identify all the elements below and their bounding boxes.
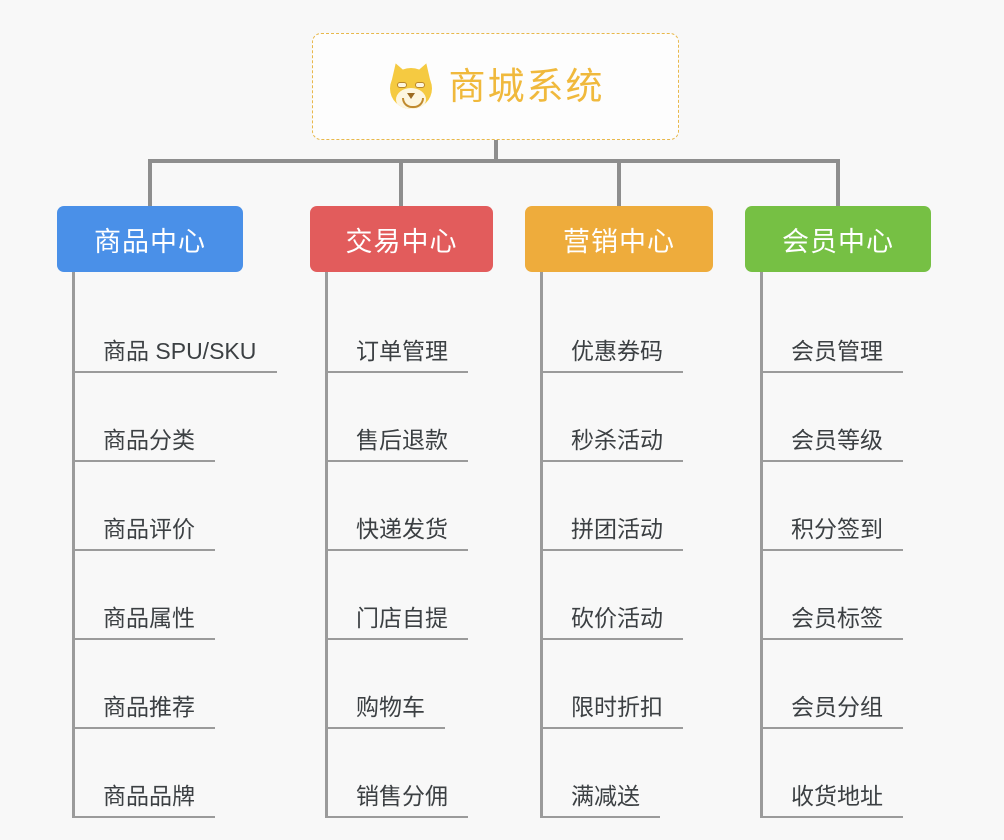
- list-item[interactable]: 限时折扣: [540, 640, 713, 729]
- branch-header-marketing-center[interactable]: 营销中心: [525, 206, 713, 272]
- list-item[interactable]: 购物车: [325, 640, 493, 729]
- list-item[interactable]: 秒杀活动: [540, 373, 713, 462]
- leaf-underline: [540, 816, 660, 818]
- branch-header-product-center[interactable]: 商品中心: [57, 206, 243, 272]
- list-item[interactable]: 订单管理: [325, 284, 493, 373]
- connector-drop-1: [148, 159, 152, 206]
- list-item[interactable]: 满减送: [540, 729, 713, 818]
- branch-member-center: 会员中心 会员管理 会员等级 积分签到 会员标签 会员分组: [745, 206, 931, 818]
- leaf-label: 购物车: [356, 694, 425, 720]
- leaf-underline: [540, 638, 683, 640]
- leaf-label: 满减送: [571, 783, 640, 809]
- leaf-underline: [540, 460, 683, 462]
- leaf-label: 限时折扣: [571, 694, 663, 720]
- leaf-label: 商品 SPU/SKU: [103, 338, 257, 364]
- leaf-label: 会员标签: [791, 605, 883, 631]
- leaf-underline: [760, 638, 903, 640]
- branch-trade-center: 交易中心 订单管理 售后退款 快递发货 门店自提 购物车: [310, 206, 493, 818]
- leaf-underline: [72, 460, 215, 462]
- list-item[interactable]: 商品属性: [72, 551, 256, 640]
- leaf-list-member-center: 会员管理 会员等级 积分签到 会员标签 会员分组 收货地址: [760, 272, 931, 818]
- leaf-label: 订单管理: [356, 338, 448, 364]
- leaf-underline: [540, 727, 683, 729]
- leaf-label: 积分签到: [791, 516, 883, 542]
- leaf-label: 收货地址: [791, 783, 883, 809]
- list-item[interactable]: 砍价活动: [540, 551, 713, 640]
- root-title: 商城系统: [448, 66, 605, 107]
- connector-drop-4: [836, 159, 840, 206]
- list-item[interactable]: 优惠券码: [540, 284, 713, 373]
- leaf-list-product-center: 商品 SPU/SKU 商品分类 商品评价 商品属性 商品推荐 商品品牌: [72, 272, 277, 818]
- list-item[interactable]: 拼团活动: [540, 462, 713, 551]
- leaf-label: 拼团活动: [571, 516, 663, 542]
- leaf-underline: [760, 549, 903, 551]
- leaf-underline: [325, 638, 468, 640]
- leaf-underline: [72, 371, 277, 373]
- list-item[interactable]: 售后退款: [325, 373, 493, 462]
- leaf-spine: [325, 272, 328, 818]
- list-item[interactable]: 收货地址: [760, 729, 931, 818]
- leaf-underline: [325, 549, 468, 551]
- branch-product-center: 商品中心 商品 SPU/SKU 商品分类 商品评价 商品属性 商品推荐: [57, 206, 277, 818]
- list-item[interactable]: 快递发货: [325, 462, 493, 551]
- leaf-underline: [325, 727, 445, 729]
- leaf-label: 会员管理: [791, 338, 883, 364]
- leaf-underline: [325, 371, 468, 373]
- leaf-label: 商品属性: [103, 605, 195, 631]
- leaf-label: 商品品牌: [103, 783, 195, 809]
- connector-stem: [494, 140, 498, 162]
- leaf-underline: [760, 371, 903, 373]
- leaf-label: 商品分类: [103, 427, 195, 453]
- branch-header-trade-center[interactable]: 交易中心: [310, 206, 493, 272]
- connector-drop-3: [617, 159, 621, 206]
- list-item[interactable]: 门店自提: [325, 551, 493, 640]
- leaf-label: 砍价活动: [571, 605, 663, 631]
- leaf-list-trade-center: 订单管理 售后退款 快递发货 门店自提 购物车 销售分佣: [325, 272, 493, 818]
- leaf-list-marketing-center: 优惠券码 秒杀活动 拼团活动 砍价活动 限时折扣 满减送: [540, 272, 713, 818]
- leaf-label: 门店自提: [356, 605, 448, 631]
- shiba-dog-icon: [386, 60, 435, 111]
- connector-drop-2: [399, 159, 403, 206]
- list-item[interactable]: 会员标签: [760, 551, 931, 640]
- list-item[interactable]: 商品推荐: [72, 640, 256, 729]
- leaf-label: 销售分佣: [356, 783, 448, 809]
- leaf-underline: [72, 549, 215, 551]
- leaf-underline: [760, 460, 903, 462]
- list-item[interactable]: 积分签到: [760, 462, 931, 551]
- leaf-underline: [760, 816, 903, 818]
- leaf-spine: [760, 272, 763, 818]
- leaf-underline: [540, 549, 683, 551]
- leaf-underline: [540, 371, 683, 373]
- connector-bus: [148, 159, 840, 163]
- list-item[interactable]: 商品 SPU/SKU: [72, 284, 277, 373]
- leaf-label: 优惠券码: [571, 338, 663, 364]
- list-item[interactable]: 销售分佣: [325, 729, 493, 818]
- list-item[interactable]: 会员管理: [760, 284, 931, 373]
- leaf-label: 秒杀活动: [571, 427, 663, 453]
- leaf-underline: [325, 460, 468, 462]
- leaf-spine: [540, 272, 543, 818]
- leaf-label: 售后退款: [356, 427, 448, 453]
- leaf-label: 会员等级: [791, 427, 883, 453]
- branch-marketing-center: 营销中心 优惠券码 秒杀活动 拼团活动 砍价活动 限时折扣: [525, 206, 713, 818]
- list-item[interactable]: 会员等级: [760, 373, 931, 462]
- leaf-underline: [760, 727, 903, 729]
- list-item[interactable]: 会员分组: [760, 640, 931, 729]
- leaf-label: 快递发货: [356, 516, 448, 542]
- leaf-label: 商品推荐: [103, 694, 195, 720]
- leaf-underline: [325, 816, 468, 818]
- leaf-spine: [72, 272, 75, 818]
- list-item[interactable]: 商品品牌: [72, 729, 256, 818]
- leaf-label: 会员分组: [791, 694, 883, 720]
- leaf-underline: [72, 816, 215, 818]
- list-item[interactable]: 商品分类: [72, 373, 256, 462]
- list-item[interactable]: 商品评价: [72, 462, 256, 551]
- leaf-label: 商品评价: [103, 516, 195, 542]
- leaf-underline: [72, 638, 215, 640]
- branch-header-member-center[interactable]: 会员中心: [745, 206, 931, 272]
- leaf-underline: [72, 727, 215, 729]
- root-node[interactable]: 商城系统: [312, 33, 679, 140]
